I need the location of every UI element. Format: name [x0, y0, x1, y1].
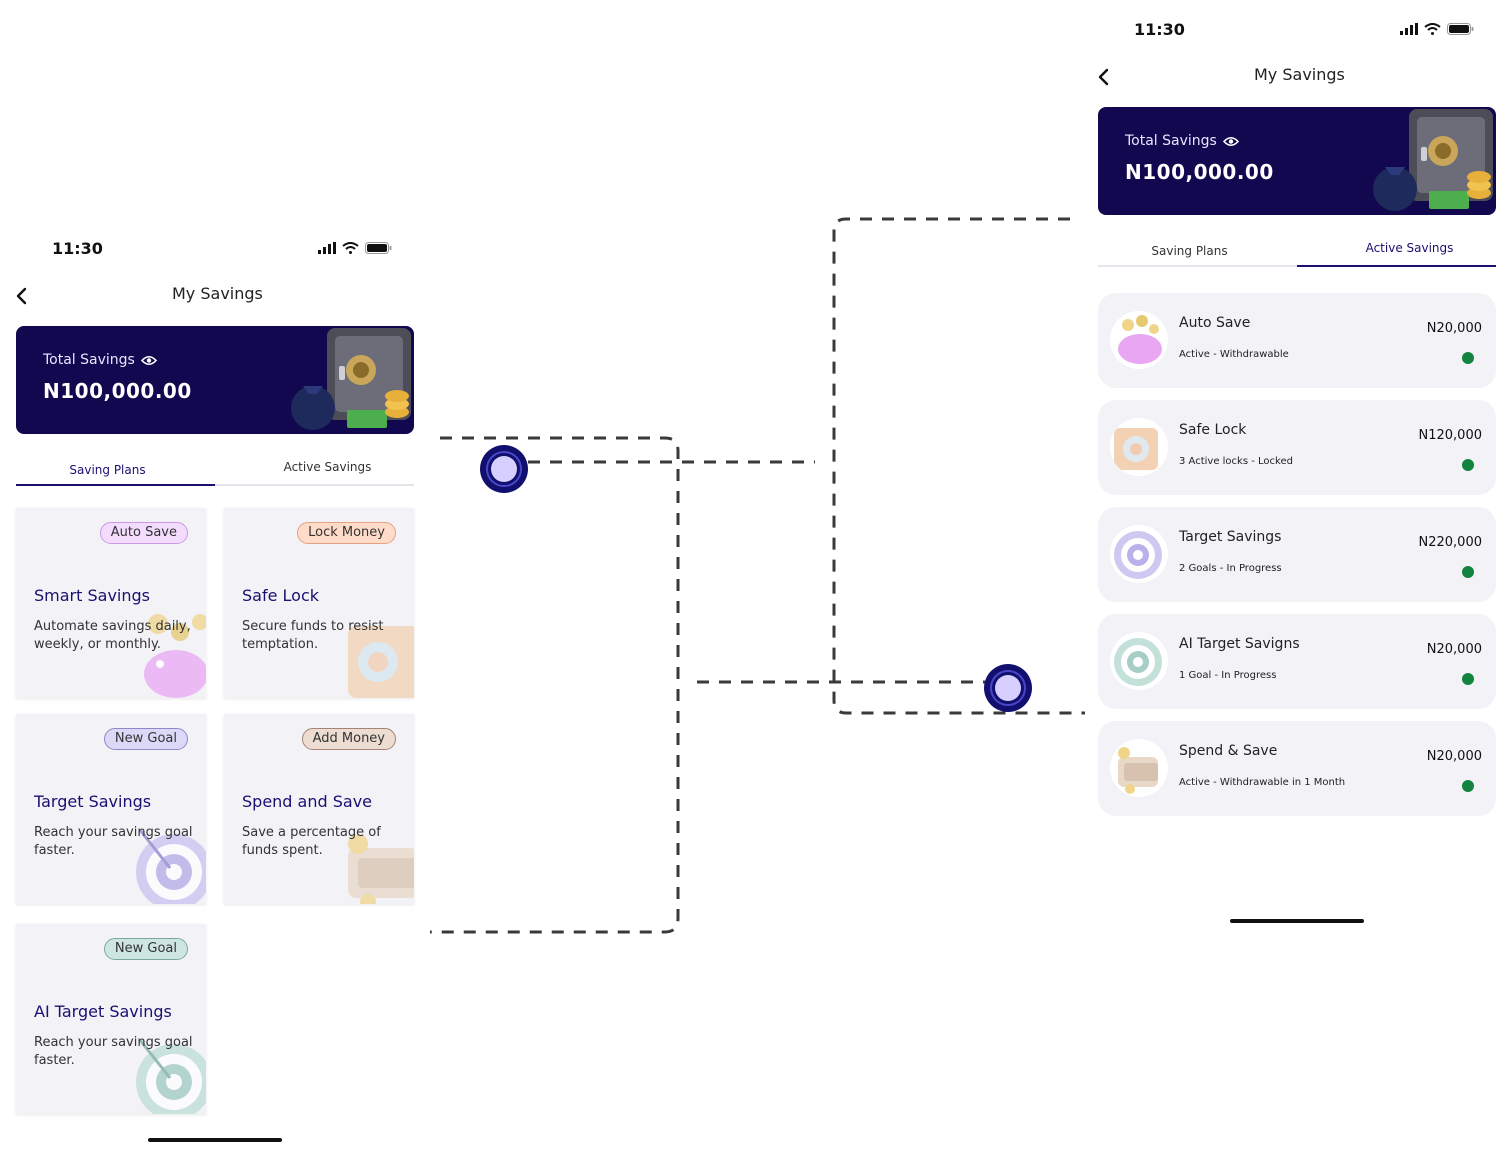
plan-card-target-savings[interactable]: New Goal Target Savings Reach your savin…: [16, 714, 206, 904]
page-title: My Savings: [172, 284, 263, 303]
active-savings-item-safe-lock[interactable]: Safe Lock 3 Active locks - Locked N120,0…: [1098, 400, 1496, 495]
eye-icon[interactable]: [140, 355, 157, 366]
plan-description: Automate savings daily, weekly, or month…: [34, 619, 191, 652]
active-savings-status: 1 Goal - In Progress: [1179, 670, 1277, 681]
total-savings-label: Total Savings: [1125, 133, 1239, 149]
total-savings-card: Total Savings N100,000.00: [16, 326, 414, 434]
status-time: 11:30: [1134, 20, 1185, 39]
active-savings-screen: 11:30 My Savings Total Savings N100,000.…: [1082, 0, 1512, 931]
plan-title: Safe Lock: [242, 586, 320, 605]
active-savings-title: AI Target Savigns: [1179, 636, 1300, 652]
plan-card-ai-target-savings[interactable]: New Goal AI Target Savings Reach your sa…: [16, 924, 206, 1114]
active-savings-title: Target Savings: [1179, 529, 1282, 545]
active-savings-item-auto-save[interactable]: Auto Save Active - Withdrawable N20,000: [1098, 293, 1496, 388]
plan-description: Save a percentage of funds spent.: [242, 825, 381, 858]
target-icon: [136, 829, 206, 904]
wifi-icon: [342, 242, 359, 254]
back-chevron-icon[interactable]: [1094, 67, 1114, 87]
status-indicator: [1462, 352, 1474, 364]
piggy-bank-icon: [1110, 311, 1168, 369]
target-icon: [136, 1039, 206, 1114]
plan-title: Spend and Save: [242, 792, 372, 811]
plan-title: Smart Savings: [34, 586, 150, 605]
safe-icon: [1110, 418, 1168, 476]
status-indicator: [1462, 566, 1474, 578]
plan-description: Reach your savings goal faster.: [34, 1035, 193, 1068]
safe-illustration-icon: [291, 328, 411, 430]
plan-badge[interactable]: Auto Save: [99, 522, 188, 544]
safe-icon: [348, 626, 414, 698]
status-icons: [318, 242, 392, 254]
active-savings-status: Active - Withdrawable: [1179, 349, 1289, 360]
active-tab-indicator: [16, 484, 215, 486]
active-savings-status: 3 Active locks - Locked: [1179, 456, 1293, 467]
active-savings-item-target-savings[interactable]: Target Savings 2 Goals - In Progress N22…: [1098, 507, 1496, 602]
active-savings-status: Active - Withdrawable in 1 Month: [1179, 777, 1346, 788]
cellular-signal-icon: [1400, 23, 1418, 35]
plan-description: Secure funds to resist temptation.: [242, 619, 384, 652]
plan-description: Reach your savings goal faster.: [34, 825, 193, 858]
home-indicator: [1230, 919, 1364, 923]
total-savings-card: Total Savings N100,000.00: [1098, 107, 1496, 215]
plan-title: AI Target Savings: [34, 1002, 172, 1021]
active-savings-title: Spend & Save: [1179, 743, 1278, 759]
active-savings-amount: N20,000: [1426, 321, 1482, 336]
page-title: My Savings: [1254, 65, 1345, 84]
plan-card-smart-savings[interactable]: Auto Save Smart Savings Automate savings…: [16, 508, 206, 698]
active-savings-title: Safe Lock: [1179, 422, 1247, 438]
saving-plans-screen: 11:30 My Savings Total Savings N100,000.…: [0, 220, 430, 1151]
plan-card-safe-lock[interactable]: Lock Money Safe Lock Secure funds to res…: [224, 508, 414, 698]
status-indicator: [1462, 780, 1474, 792]
safe-illustration-icon: [1373, 109, 1493, 211]
battery-icon: [1447, 23, 1474, 35]
plan-badge[interactable]: Add Money: [301, 728, 396, 750]
active-tab-indicator: [1297, 265, 1496, 267]
savings-tabs: Saving Plans Active Savings: [1098, 235, 1496, 267]
total-savings-label: Total Savings: [43, 352, 157, 368]
status-icons: [1400, 23, 1474, 35]
wallet-icon: [348, 834, 414, 904]
battery-icon: [365, 242, 392, 254]
wallet-icon: [1110, 739, 1168, 797]
status-indicator: [1462, 673, 1474, 685]
tab-active-savings[interactable]: Active Savings: [1365, 241, 1454, 255]
target-icon: [1110, 525, 1168, 583]
total-savings-amount: N100,000.00: [43, 379, 192, 403]
active-savings-item-spend-and-save[interactable]: Spend & Save Active - Withdrawable in 1 …: [1098, 721, 1496, 816]
active-savings-item-ai-target-savings[interactable]: AI Target Savigns 1 Goal - In Progress N…: [1098, 614, 1496, 709]
home-indicator: [148, 1138, 282, 1142]
status-indicator: [1462, 459, 1474, 471]
target-icon: [1110, 632, 1168, 690]
wifi-icon: [1424, 23, 1441, 35]
tab-saving-plans[interactable]: Saving Plans: [1151, 244, 1228, 258]
plan-card-spend-and-save[interactable]: Add Money Spend and Save Save a percenta…: [224, 714, 414, 904]
active-savings-amount: N120,000: [1418, 428, 1482, 443]
active-savings-amount: N20,000: [1426, 749, 1482, 764]
hotspot-node-1: [480, 445, 528, 493]
tab-saving-plans[interactable]: Saving Plans: [69, 463, 146, 477]
savings-tabs: Saving Plans Active Savings: [16, 454, 414, 486]
back-chevron-icon[interactable]: [12, 286, 32, 306]
active-savings-amount: N220,000: [1418, 535, 1482, 550]
total-savings-label-text: Total Savings: [43, 352, 135, 368]
status-time: 11:30: [52, 239, 103, 258]
cellular-signal-icon: [318, 242, 336, 254]
active-savings-amount: N20,000: [1426, 642, 1482, 657]
piggy-bank-icon: [144, 614, 206, 698]
plan-badge[interactable]: New Goal: [103, 728, 188, 750]
hotspot-node-2: [984, 664, 1032, 712]
total-savings-amount: N100,000.00: [1125, 160, 1274, 184]
eye-icon[interactable]: [1222, 136, 1239, 147]
plan-badge[interactable]: New Goal: [103, 938, 188, 960]
plan-title: Target Savings: [34, 792, 152, 811]
tab-active-savings[interactable]: Active Savings: [283, 460, 372, 474]
active-savings-status: 2 Goals - In Progress: [1179, 563, 1282, 574]
plan-badge[interactable]: Lock Money: [297, 522, 396, 544]
active-savings-title: Auto Save: [1179, 315, 1251, 331]
active-savings-list: Auto Save Active - Withdrawable N20,000 …: [1098, 293, 1496, 823]
total-savings-label-text: Total Savings: [1125, 133, 1217, 149]
